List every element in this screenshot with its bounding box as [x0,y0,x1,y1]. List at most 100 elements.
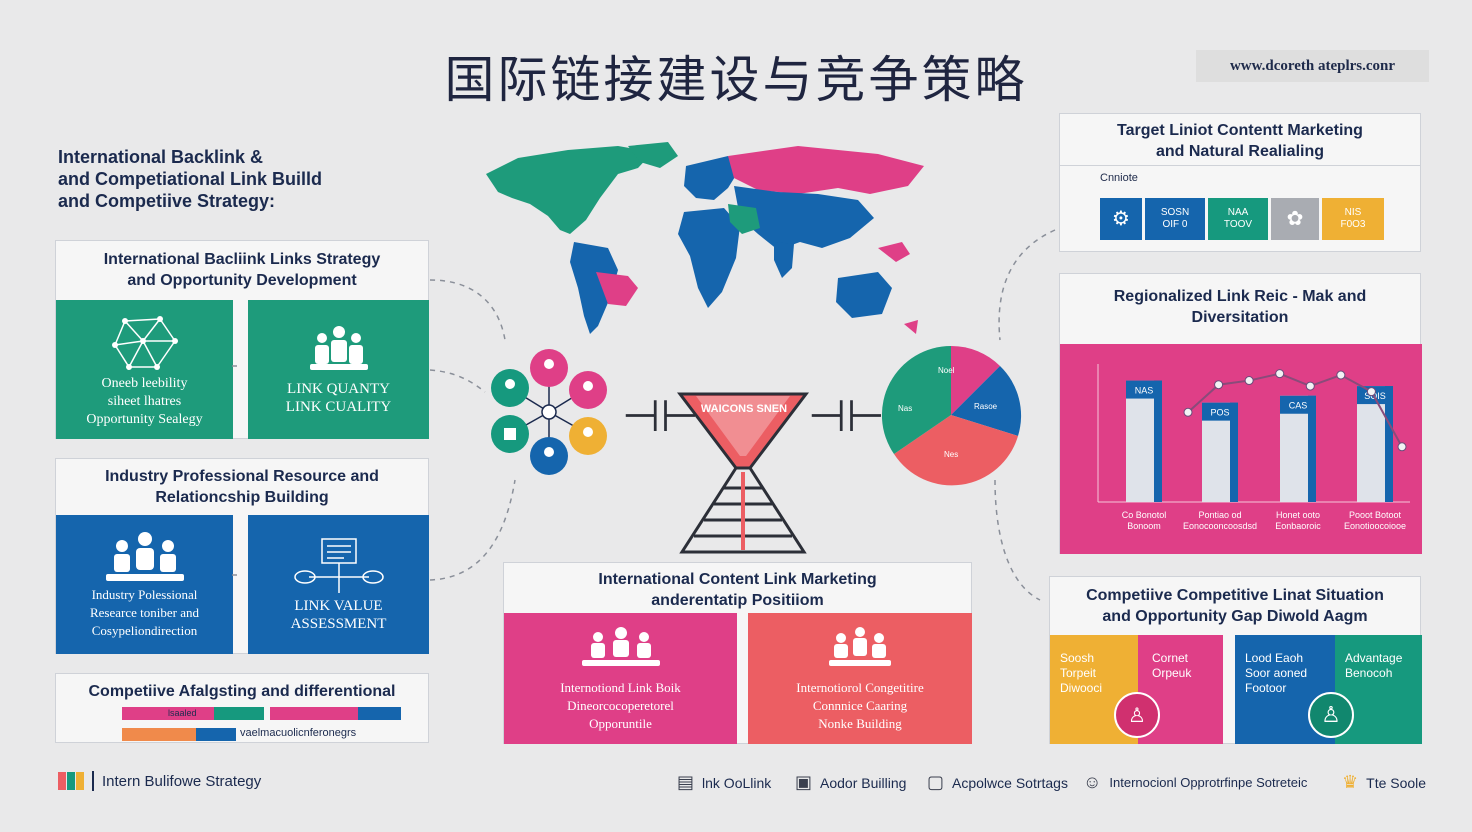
x-tick-label: Bonoom [1127,521,1161,531]
trophy-icon: ♛ [1342,772,1359,792]
footer-item-label: lnk OoLlink [702,774,772,791]
africa [678,208,740,308]
pie-label: Nas [898,404,913,413]
trend-point [1397,442,1407,452]
tooth-icon: ♙ [1114,692,1160,738]
world-map [486,142,924,334]
opportunity-tile[interactable]: Oneeb leebility siheet lhatres Opportuni… [56,300,233,439]
tile-label: Lood Eaoh Soor aoned Footoor [1245,651,1308,695]
bar-cap [1202,402,1238,421]
tile-label: Soosh Torpeit Diwooci [1060,651,1103,695]
bar-blue-2 [196,728,236,741]
metric-block[interactable]: ✿ [1271,198,1319,240]
brain-icon: ⚙ [1112,208,1130,230]
bar-value-label: NAS [1135,386,1154,396]
metric-block[interactable]: SOSN OIF 0 [1145,198,1205,240]
backlink-strategy-panel: International Bacliink Links Strategy an… [55,240,429,439]
bar-caption: vaelmacuolicnferonegrs [240,727,357,739]
panel-title: Industry Professional Resource and Relat… [105,468,379,506]
bar-value-label: CAS [1289,401,1308,411]
panel-title: Competiive Competitive Linat Situation a… [1086,587,1384,625]
metric-strip: ⚙ SOSN OIF 0 NAA TOOV ✿ NIS F0O3 [1100,198,1384,240]
russia-asia [728,146,924,194]
metric-block[interactable]: NAA TOOV [1208,198,1268,240]
x-tick-label: Eonotioocoiooe [1344,521,1406,531]
footer-brand[interactable]: Intern Bulifowe Strategy [58,771,261,791]
trend-point [1275,369,1285,379]
tile-label: Industry Polessional Researce toniber an… [89,586,199,638]
footer-item[interactable]: ▤ lnk OoLlink [677,772,771,793]
south-america-pink [596,272,638,306]
footer-item-label: Aodor Builling [820,774,907,791]
footer-item[interactable]: ▢ Acpolwce Sotrtags [927,772,1068,793]
head-icon: ☺ [1083,772,1102,792]
competitive-building-tile[interactable]: Internotiorol Congetitire Connnice Caari… [748,613,972,744]
group-icon [581,626,660,666]
x-tick-label: Eonocooncoosdsd [1183,521,1257,531]
pie-label: Noel [938,366,955,375]
industry-tile[interactable]: Industry Polessional Researce toniber an… [56,515,233,654]
tile-label: LINK QUANTY LINK CUALITY [285,380,392,415]
resource-building-panel: Industry Professional Resource and Relat… [55,458,429,654]
bar-value-label: POS [1210,408,1229,418]
link-opportunity-tile[interactable]: Internotiond Link Boik Dineorcocoperetor… [504,613,737,744]
x-tick-label: Eonbaoroic [1275,521,1321,531]
bar-green-1 [214,707,264,720]
bar-cap [1357,386,1393,405]
brand-label: Intern Bulifowe Strategy [102,772,262,790]
assessment-icon [293,537,384,593]
chat-icon: ▣ [795,772,813,792]
tile-label: Internotiorol Congetitire Connnice Caari… [796,679,924,731]
link-quality-tile[interactable]: LINK QUANTY LINK CUALITY [248,300,429,439]
funnel-graphic [676,392,810,554]
footer-item-label: Internocionl Opprotrfinpe Sotreteic [1109,775,1308,790]
tile-label: Cornet Orpeuk [1152,651,1192,680]
page-title: 国际链接建设与竞争策略 [444,51,1028,109]
website-url[interactable]: www.dcoreth ateplrs.conr [1196,50,1429,82]
bar-edge [1308,395,1316,502]
bar-blue-1 [358,707,401,720]
trend-point [1183,407,1193,417]
team-icon [105,531,184,581]
plus-right-icon: ⊣⊢ [808,392,885,441]
footer-item[interactable]: ♛ Tte Soole [1342,772,1426,793]
pie-label: Rasoe [974,402,998,411]
asia [734,186,874,250]
tile-label: LINK VALUE ASSESSMENT [290,597,387,632]
x-tick-label: Co Bonotol [1122,510,1167,520]
link-value-tile[interactable]: LINK VALUE ASSESSMENT [248,515,429,654]
pie-chart [881,345,1022,486]
bar-label: lsaaled [168,708,197,718]
funnel-label: WAICONS SNEN [700,403,788,415]
footer-item[interactable]: ☺ Internocionl Opprotrfinpe Sotreteic [1083,772,1307,793]
bar-cap [1126,380,1162,399]
pie-label: Nes [944,450,959,459]
content-marketing-panel: International Content Link Marketing and… [503,562,972,744]
panel-title: Target Liniot Contentt Marketing and Nat… [1060,114,1420,166]
trend-point [1305,381,1315,391]
caption: Cnniote [1100,172,1138,184]
india [774,242,794,278]
tile-label: Advantage Benocoh [1345,651,1403,680]
metric-block[interactable]: NIS F0O3 [1322,198,1384,240]
bar-edge [1230,402,1238,502]
x-tick-label: Pooot Botoot [1349,510,1402,520]
trend-point [1366,387,1376,397]
panel-title: International Bacliink Links Strategy an… [103,251,381,289]
bar-pink-1 [122,707,214,720]
trend-line [1187,372,1403,448]
x-tick-label: Pontiao od [1198,510,1241,520]
brand-logo-icon [58,772,84,790]
competitive-analysis-panel: Competiive Afalgsting and differentional… [55,673,429,743]
bar-pink-2 [270,707,358,720]
bar-edge [1385,386,1393,502]
person-icon: ♙ [1308,692,1354,738]
people-icon [309,325,368,370]
x-tick-label: Honet ooto [1276,510,1320,520]
target-marketing-panel: Target Liniot Contentt Marketing and Nat… [1059,113,1421,252]
regional-link-panel: Regionalized Link Reic - Mak and Diversi… [1059,273,1422,554]
footer-item[interactable]: ▣ Aodor Builling [795,772,906,793]
document-icon: ▤ [677,772,695,792]
metric-block[interactable]: ⚙ [1100,198,1142,240]
